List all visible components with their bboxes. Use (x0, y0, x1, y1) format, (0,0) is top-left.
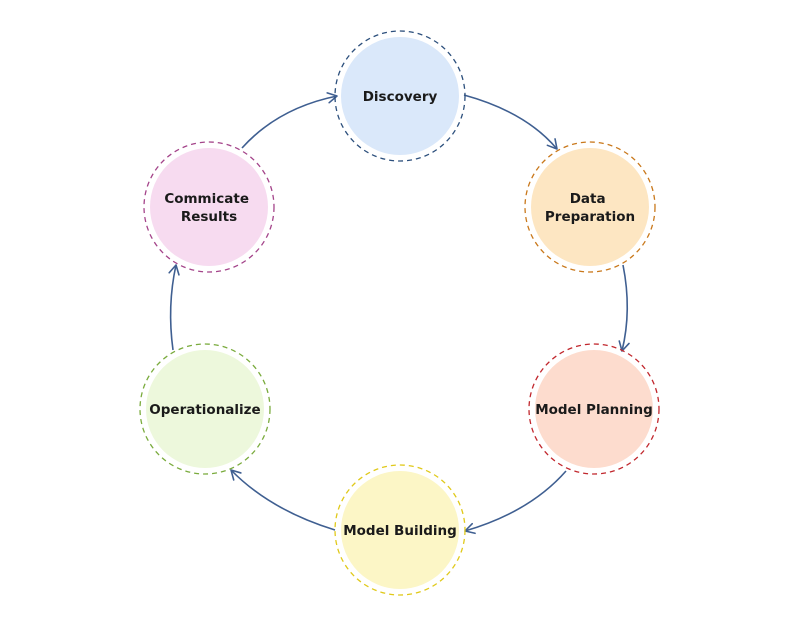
svg-text:Data Preparation: Data Preparation (545, 191, 635, 225)
node-operationalize-label: Operationalize (149, 402, 260, 418)
node-model-planning-label: Model Planning (535, 402, 653, 418)
arrow-operationalize-to-communicate-results (168, 264, 180, 351)
svg-text:Model Planning: Model Planning (535, 402, 653, 418)
node-data-preparation: Data Preparation (524, 141, 656, 273)
node-discovery-label: Discovery (363, 89, 438, 105)
node-data-preparation-circle (531, 148, 649, 266)
node-discovery: Discovery (334, 30, 466, 162)
svg-text:Operationalize: Operationalize (149, 402, 260, 418)
node-communicate-results-label-line2: Results (181, 209, 237, 225)
node-communicate-results-label-line1: Commicate (164, 191, 249, 207)
node-model-building-label: Model Building (343, 523, 457, 539)
node-data-preparation-label-line2: Preparation (545, 209, 635, 225)
node-model-building-circle (341, 471, 459, 589)
node-operationalize: Operationalize (139, 343, 271, 475)
svg-text:Commicate Results: Commicate Results (164, 191, 253, 225)
node-communicate-results-circle (150, 148, 268, 266)
arrow-model-planning-to-model-building (464, 470, 567, 535)
arrow-model-building-to-operationalize (230, 469, 336, 531)
node-model-building: Model Building (334, 464, 466, 596)
node-data-preparation-label-line1: Data (570, 191, 606, 207)
cycle-arrows (168, 92, 630, 535)
arrow-data-preparation-to-model-planning (618, 264, 630, 352)
arrow-discovery-to-data-preparation (463, 94, 558, 150)
node-discovery-circle (341, 37, 459, 155)
node-model-planning-circle (535, 350, 653, 468)
node-operationalize-circle (146, 350, 264, 468)
svg-text:Model Building: Model Building (343, 523, 457, 539)
node-communicate-results: Commicate Results (143, 141, 275, 273)
svg-text:Discovery: Discovery (363, 89, 438, 105)
node-model-planning: Model Planning (528, 343, 660, 475)
arrow-communicate-results-to-discovery (241, 92, 338, 149)
